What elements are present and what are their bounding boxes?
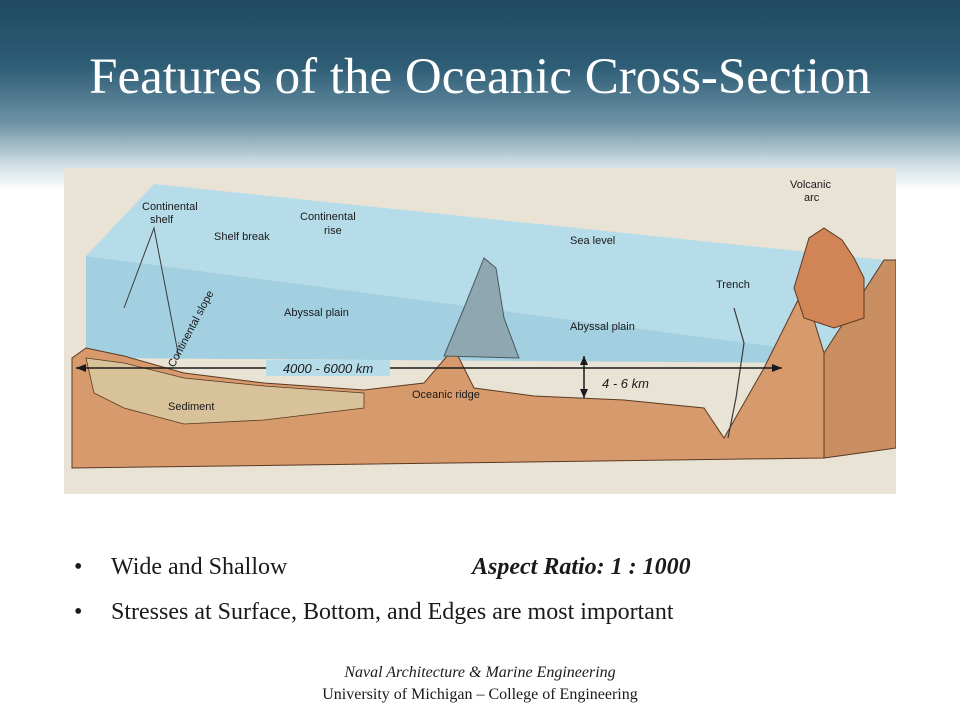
label-sediment: Sediment: [168, 401, 214, 413]
bullet-text: Wide and Shallow: [111, 554, 288, 580]
water-front: [86, 256, 824, 363]
bullet-item: • Wide and Shallow: [74, 554, 674, 599]
slide-title: Features of the Oceanic Cross-Section: [89, 49, 871, 105]
width-label-bg: [266, 360, 390, 376]
label-abyssal-plain-right: Abyssal plain: [570, 321, 635, 333]
width-arrow-right: [772, 364, 782, 372]
footer: Naval Architecture & Marine Engineering …: [0, 662, 960, 705]
footer-department: Naval Architecture & Marine Engineering: [344, 664, 616, 681]
width-arrow-left: [76, 364, 86, 372]
crust-side: [823, 259, 896, 459]
label-sea-level: Sea level: [570, 235, 615, 247]
sediment-layer: [85, 357, 365, 425]
label-trench: Trench: [716, 279, 750, 291]
aspect-ratio: Aspect Ratio: 1 : 1000: [472, 554, 691, 580]
label-continental-shelf-1: Continental: [142, 201, 198, 213]
continental-slope-line: [123, 226, 180, 359]
bullet-text: Stresses at Surface, Bottom, and Edges a…: [111, 599, 674, 625]
label-shelf-break: Shelf break: [214, 231, 270, 243]
ocean-cross-section-figure: 4000 - 6000 km 4 - 6 km Continental shel…: [64, 168, 896, 494]
label-oceanic-ridge: Oceanic ridge: [412, 389, 480, 401]
bullet-marker: •: [74, 554, 83, 580]
depth-arrow-bottom: [580, 389, 588, 398]
label-continental-rise-1: Continental: [300, 211, 356, 223]
label-volcanic-arc-2: arc: [804, 192, 820, 204]
header-band: [0, 0, 960, 190]
volcanic-arc: [793, 227, 865, 329]
oceanic-ridge: [443, 257, 520, 359]
footer-university: University of Michigan – College of Engi…: [322, 685, 638, 703]
width-annotation: 4000 - 6000 km: [283, 361, 374, 376]
label-continental-rise-2: rise: [324, 225, 342, 237]
label-abyssal-plain-left: Abyssal plain: [284, 307, 349, 319]
label-volcanic-arc-1: Volcanic: [790, 179, 831, 191]
bullet-marker: •: [74, 599, 83, 625]
trench-line: [727, 307, 745, 439]
label-continental-shelf-2: shelf: [150, 214, 174, 226]
bullet-item: • Stresses at Surface, Bottom, and Edges…: [74, 599, 674, 644]
bullet-list: • Wide and Shallow • Stresses at Surface…: [74, 554, 674, 644]
depth-annotation: 4 - 6 km: [602, 376, 649, 391]
depth-arrow-top: [580, 356, 588, 365]
